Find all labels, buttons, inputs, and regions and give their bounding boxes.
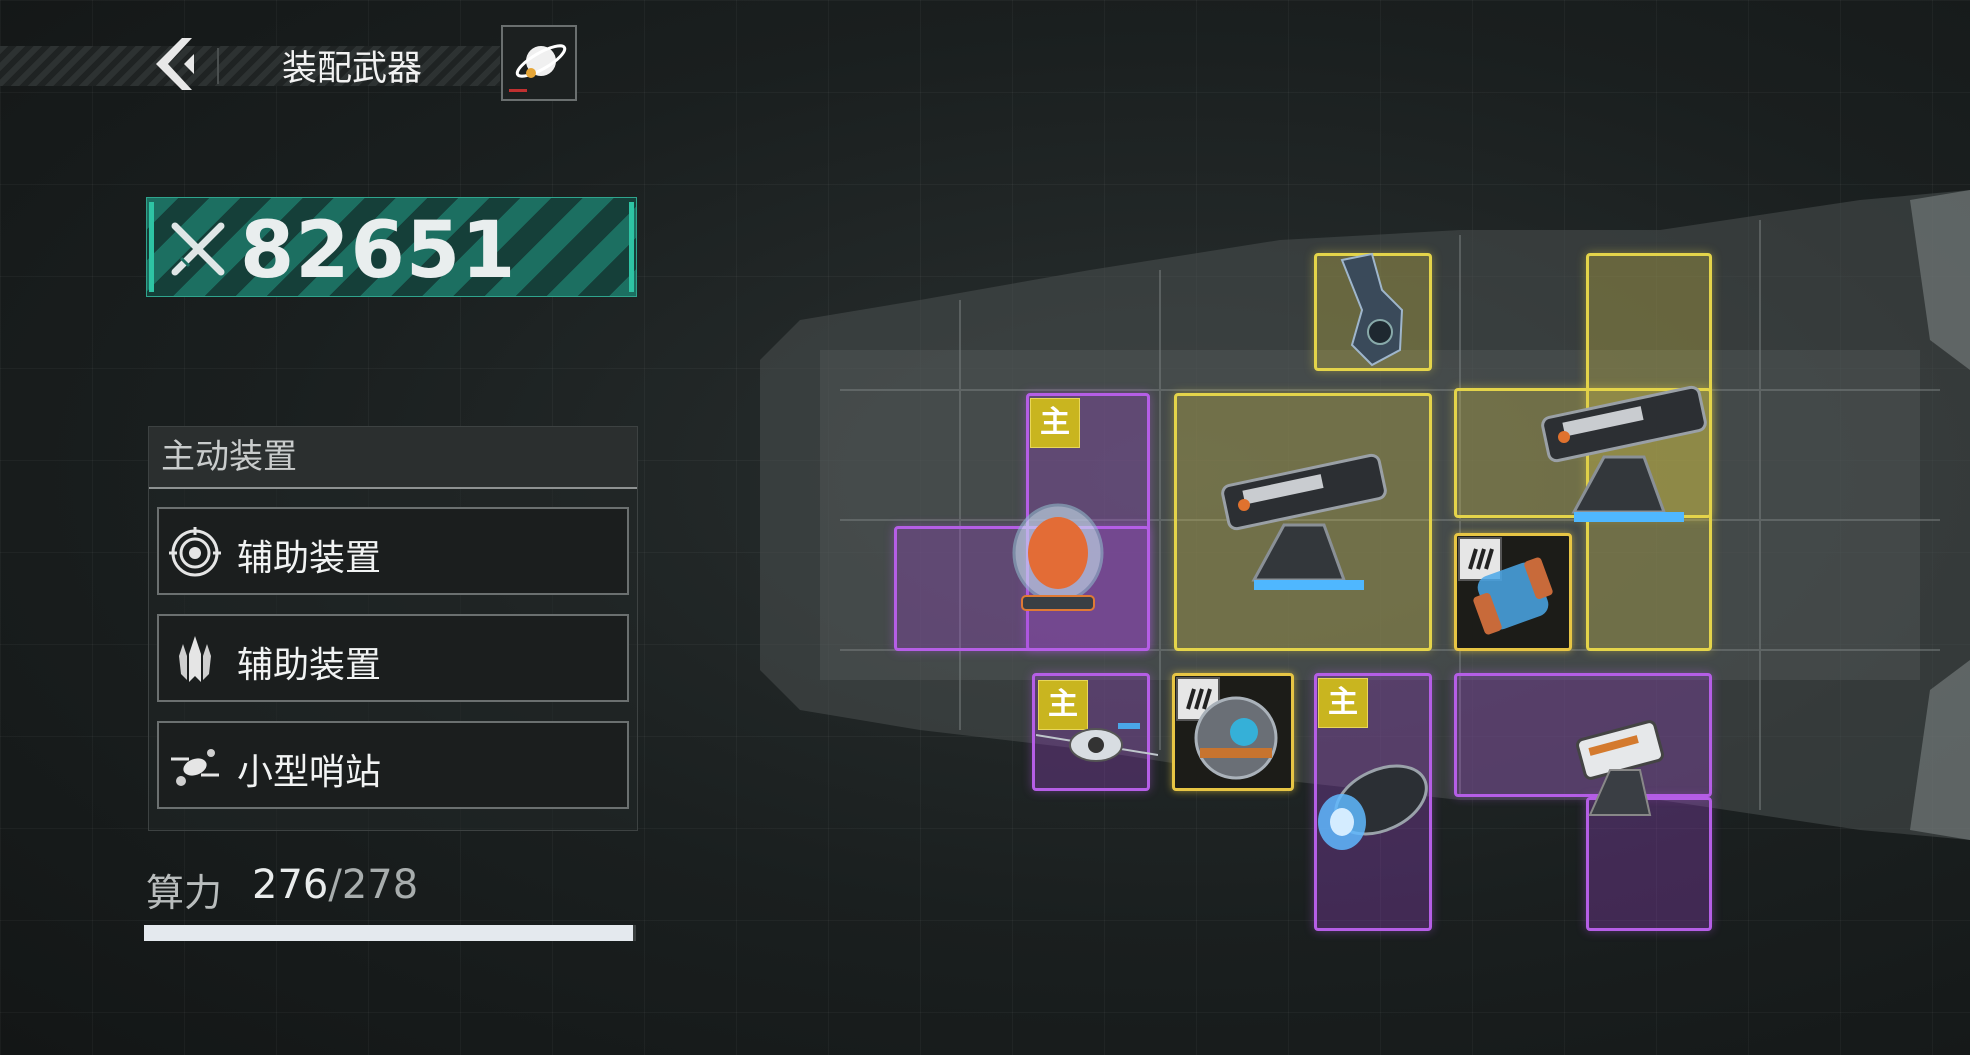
device-slot-1[interactable]: 辅助装置 <box>157 507 629 595</box>
reactor-core-icon <box>1012 503 1104 611</box>
main-badge-1: 主 <box>1030 398 1080 448</box>
thruster-engine-icon <box>1318 764 1428 850</box>
satellite-icon <box>171 749 219 786</box>
compute-max: 278 <box>341 862 419 908</box>
device-slot-2-label: 辅助装置 <box>237 645 382 686</box>
planet-icon <box>509 44 567 92</box>
power-edge-right <box>629 202 634 292</box>
power-edge-left <box>149 202 154 292</box>
crossed-swords-icon <box>171 222 225 276</box>
ship-slot-outpost[interactable] <box>1454 673 1712 797</box>
combat-power-box: 82651 <box>146 197 637 297</box>
back-button[interactable] <box>150 34 200 94</box>
ship-hull <box>760 190 1970 840</box>
device-slot-2[interactable]: 辅助装置 <box>157 614 629 702</box>
active-devices-panel: 主动装置 辅助装置 辅助装置 小型哨站 <box>148 426 638 831</box>
drone-probe-icon <box>1036 723 1158 762</box>
sentry-outpost-icon <box>1576 720 1664 816</box>
device-slot-3[interactable]: 小型哨站 <box>157 721 629 809</box>
page-title: 装配武器 <box>282 49 423 89</box>
header-separator <box>217 48 219 84</box>
main-badge-3: 主 <box>1318 678 1368 728</box>
compute-label: 算力 <box>146 871 223 915</box>
compute-value: 276/278 <box>252 862 418 908</box>
energy-capsule-icon <box>1473 557 1553 635</box>
compute-used: 276 <box>252 862 329 908</box>
back-arrow-icon <box>156 38 194 90</box>
tier-icon <box>1468 548 1494 570</box>
compute-bar <box>144 925 636 941</box>
compute-separator: / <box>328 862 342 908</box>
combat-power-value: 82651 <box>240 206 517 296</box>
device-slot-3-label: 小型哨站 <box>237 752 382 793</box>
armor-module-icon <box>1340 252 1404 367</box>
shield-sphere-icon <box>1194 696 1278 780</box>
device-slot-1-label: 辅助装置 <box>237 538 382 579</box>
cannon-turret-icon <box>1541 385 1707 522</box>
compute-bar-fill <box>144 925 633 941</box>
main-badge-2: 主 <box>1038 680 1088 730</box>
ship-slot-cannon-1[interactable] <box>1174 393 1432 651</box>
fighter-squadron-icon <box>179 636 211 682</box>
cannon-turret-icon <box>1221 453 1387 590</box>
tier-icon <box>1186 688 1212 710</box>
target-icon <box>169 527 221 577</box>
active-devices-heading: 主动装置 <box>149 427 637 489</box>
ship-slot-outpost-lower[interactable] <box>1586 797 1712 931</box>
planet-button[interactable] <box>501 25 577 101</box>
header-bar <box>0 46 500 86</box>
